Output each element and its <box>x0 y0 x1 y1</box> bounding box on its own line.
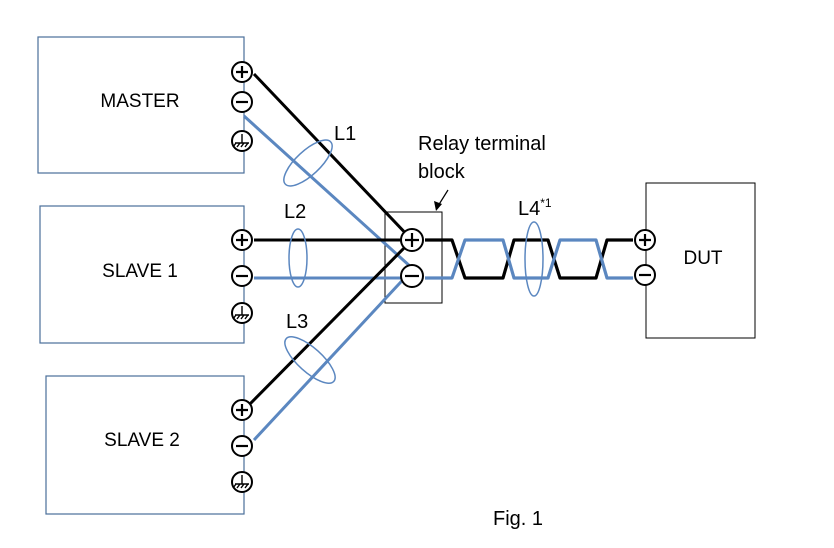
l3-cable-marker <box>284 336 336 384</box>
l1-cable-marker <box>283 139 333 187</box>
dut-unit: DUT <box>645 182 756 339</box>
l4-label: L4*1 <box>518 196 552 220</box>
ground-icon <box>232 475 249 489</box>
l3-label: L3 <box>286 311 308 333</box>
master-label: MASTER <box>100 91 179 112</box>
relay-terminals <box>400 228 424 288</box>
l4-cable-marker <box>524 221 544 297</box>
plus-icon <box>639 234 651 246</box>
plus-icon <box>236 404 248 416</box>
relay-pointer-arrowhead <box>434 201 442 211</box>
l3-positive-wire <box>242 238 414 412</box>
dut-box <box>645 182 756 339</box>
slave2-label: SLAVE 2 <box>104 430 180 451</box>
ground-icon <box>232 306 249 320</box>
l1-negative-wire <box>242 114 414 270</box>
ground-icon <box>232 134 249 148</box>
relay-label-line1: Relay terminal <box>418 133 546 155</box>
dut-terminals <box>634 229 656 286</box>
relay-label-line2: block <box>418 161 466 183</box>
l1-positive-wire <box>252 72 414 242</box>
master-unit: MASTER <box>37 36 245 174</box>
plus-icon <box>405 233 419 247</box>
figure-caption: Fig. 1 <box>493 508 543 530</box>
plus-icon <box>236 66 248 78</box>
master-terminals <box>231 61 253 152</box>
l3-negative-wire <box>252 268 414 442</box>
l4-superscript: *1 <box>540 196 552 210</box>
slave1-terminals <box>231 229 253 324</box>
relay-terminal-block <box>384 211 443 304</box>
l1-label: L1 <box>334 123 356 145</box>
slave1-unit: SLAVE 1 <box>39 205 245 344</box>
slave1-label: SLAVE 1 <box>102 261 178 282</box>
l2-label: L2 <box>284 201 306 223</box>
relay-box <box>384 211 443 304</box>
l4-negative-wire <box>425 238 633 280</box>
dut-label: DUT <box>683 248 722 269</box>
slave2-terminals <box>231 399 253 493</box>
plus-icon <box>236 234 248 246</box>
l2-cable-marker <box>288 228 308 288</box>
slave2-unit: SLAVE 2 <box>45 375 245 515</box>
